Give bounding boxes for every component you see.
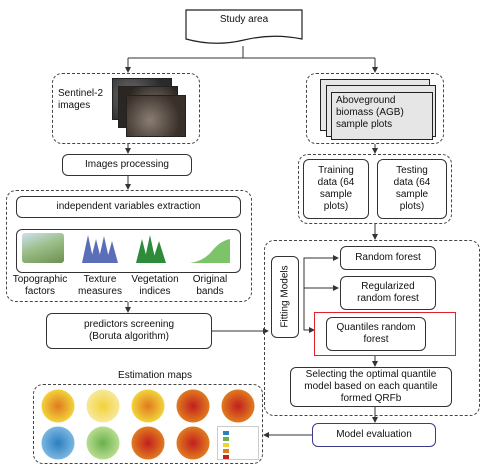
original-bands-label: Original bands (192, 274, 228, 297)
fitting-models-group (264, 240, 480, 416)
agb-group (306, 73, 444, 144)
vegetation-label: Vegetation indices (131, 274, 179, 297)
texture-label: Texture measures (78, 274, 122, 297)
training-testing-group (298, 154, 452, 224)
topographic-icon (22, 233, 64, 263)
variables-extraction-box: independent variables extraction (16, 196, 241, 218)
quantiles-highlight (314, 312, 456, 356)
testing-data-box: Testing data (64 sample plots) (377, 159, 447, 219)
images-processing-box: Images processing (62, 154, 192, 176)
quantiles-rf-box: Quantiles random forest (326, 317, 426, 351)
texture-icon (82, 235, 118, 263)
fitting-models-box (271, 256, 299, 338)
sentinel-group (52, 73, 200, 144)
selecting-model-box: Selecting the optimal quantile model bas… (290, 367, 452, 407)
study-area-shape (185, 9, 303, 44)
estimation-maps-group (33, 384, 263, 464)
predictors-screening-box: predictors screening (Boruta algorithm) (46, 313, 212, 349)
vegetation-icon (136, 235, 166, 263)
regularized-rf-box: Regularized random forest (340, 276, 436, 310)
estimation-maps-title: Estimation maps (118, 370, 192, 381)
variables-extraction-group (6, 190, 252, 302)
training-data-box: Training data (64 sample plots) (303, 159, 369, 219)
random-forest-box: Random forest (340, 246, 436, 270)
study-area-label: Study area (219, 14, 269, 25)
model-evaluation-box: Model evaluation (312, 423, 436, 447)
topographic-label: Topographic factors (12, 274, 68, 297)
original-bands-icon (190, 239, 230, 263)
sentinel-images-label: Sentinel-2 images (58, 88, 104, 111)
agb-plots-label: Aboveground biomass (AGB) sample plots (331, 92, 433, 140)
fitting-models-label: Fitting Models (279, 265, 291, 328)
